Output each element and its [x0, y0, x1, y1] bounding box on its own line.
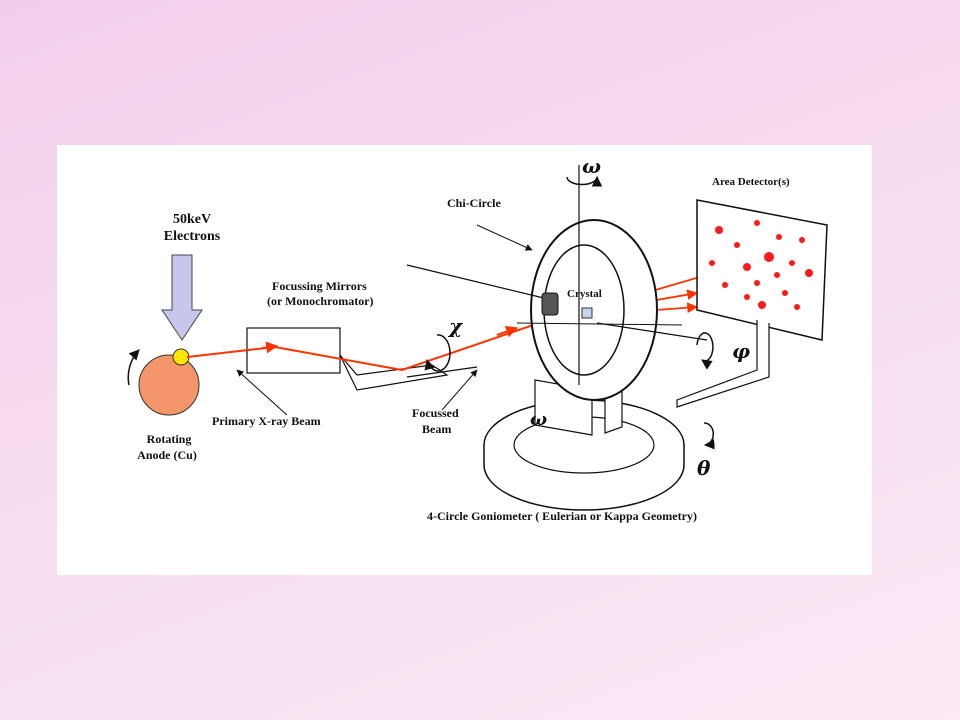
- goniometer-label: 4-Circle Goniometer ( Eulerian or Kappa …: [427, 509, 697, 523]
- crystal-label: Crystal: [567, 288, 602, 300]
- diffraction-spot: [776, 234, 782, 240]
- focussed-beam-label-line2: Beam: [422, 422, 451, 436]
- anode-label-line2: Anode (Cu): [137, 448, 197, 462]
- omega-rotation-arrow: [566, 175, 603, 187]
- annotation-pointers: [236, 224, 533, 416]
- chi-rotation-arrow: [424, 334, 451, 372]
- phi-rotation-arrow: [696, 332, 714, 370]
- diffraction-spot: [754, 220, 760, 226]
- phi-symbol: φ: [732, 339, 750, 363]
- diffraction-spot: [709, 260, 715, 266]
- theta-symbol: θ: [697, 456, 711, 480]
- electron-beam-arrow: [161, 254, 203, 341]
- diffraction-spot: [789, 260, 795, 266]
- chi-circle-label: Chi-Circle: [447, 196, 501, 210]
- mirrors-label-line1: Focussing Mirrors: [272, 279, 367, 293]
- diffraction-spot: [774, 272, 780, 278]
- rotating-anode: [127, 349, 200, 416]
- diffraction-spot: [744, 294, 750, 300]
- primary-beam-label: Primary X-ray Beam: [212, 414, 321, 428]
- mirrors-label-line2: (or Monochromator): [267, 294, 374, 308]
- electrons-label-line1: 50keV: [173, 212, 211, 227]
- chi-circle: [406, 165, 708, 401]
- focussed-beam-label-line1: Focussed: [412, 406, 459, 420]
- theta-rotation-arrow: [703, 422, 715, 450]
- omega-symbol-top: ω: [582, 154, 601, 178]
- diffraction-spot: [758, 301, 766, 309]
- focal-spot: [172, 348, 190, 366]
- diffraction-spot: [743, 263, 751, 271]
- diffraction-spot: [734, 242, 740, 248]
- diffraction-spot: [722, 282, 728, 288]
- diffraction-spots: [709, 220, 813, 310]
- diffraction-spot: [764, 252, 774, 262]
- diffraction-spot: [805, 269, 813, 277]
- diffraction-spot: [754, 280, 760, 286]
- monochromator-plate: [339, 354, 449, 391]
- crystal: [581, 307, 593, 319]
- chi-symbol: χ: [447, 314, 464, 338]
- area-detector-label: Area Detector(s): [712, 176, 790, 188]
- electrons-label-line2: Electrons: [164, 229, 221, 244]
- anode-label-line1: Rotating: [147, 432, 192, 446]
- area-detector: [676, 199, 828, 408]
- diffraction-spot: [782, 290, 788, 296]
- diagram-panel: 50keV Electrons Focussing Mirrors (or Mo…: [57, 145, 872, 575]
- goniometer-base: [483, 379, 685, 511]
- diffraction-spot: [794, 304, 800, 310]
- diffraction-spot: [799, 237, 805, 243]
- omega-symbol-base: ω: [530, 409, 547, 430]
- diffraction-spot: [715, 226, 723, 234]
- xray-diffractometer-diagram: 50keV Electrons Focussing Mirrors (or Mo…: [127, 154, 828, 523]
